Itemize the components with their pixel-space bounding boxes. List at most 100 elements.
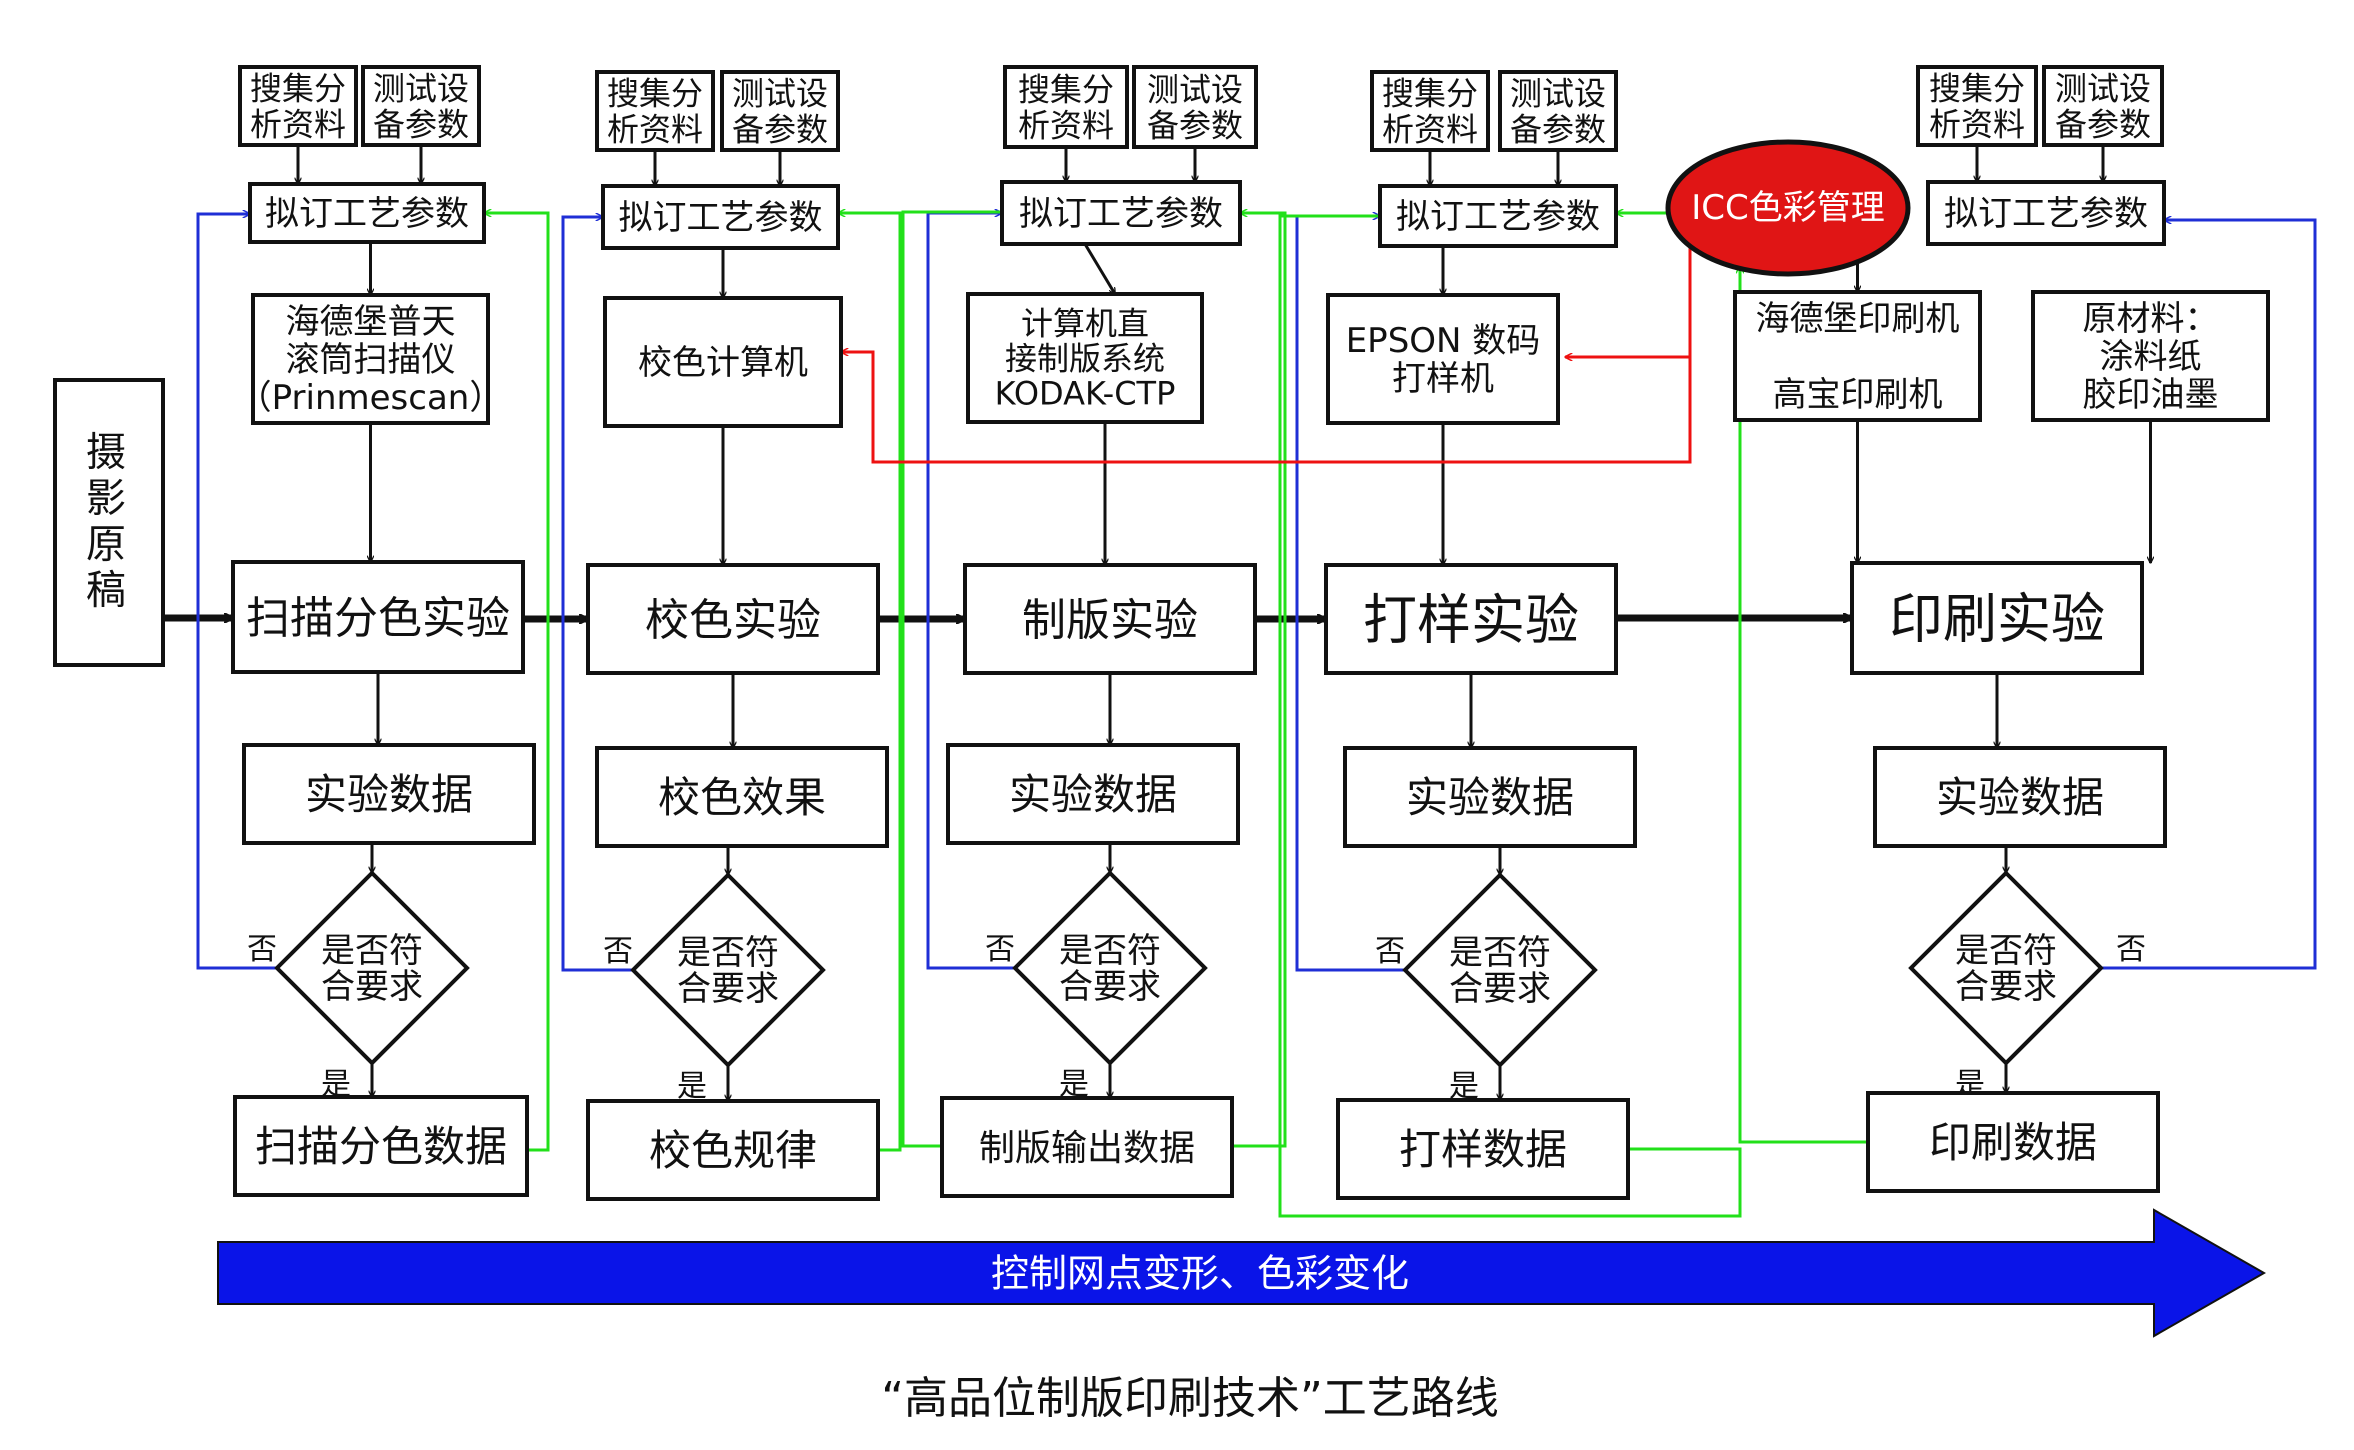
scan-decision-label: 是否符合要求 <box>321 931 423 1007</box>
feed-plate-to-sample <box>1232 213 1287 1148</box>
banner-arrow <box>217 1208 2267 1338</box>
plate-stage-label: 制版实验 <box>1022 595 1198 646</box>
plate-result-label: 实验数据 <box>1009 770 1177 819</box>
print-material-label: 原材料：涂料纸胶印油墨 <box>2083 299 2219 415</box>
feed-scan-to-proof <box>484 213 550 1152</box>
proof-device-box <box>603 296 843 428</box>
scan-params-box <box>248 182 486 244</box>
plate-result-box <box>946 743 1240 845</box>
proof-decision-label: 是否符合要求 <box>677 933 779 1009</box>
sample-input-research-box <box>1370 70 1490 152</box>
plate-decision-diamond <box>1012 870 1208 1066</box>
sample-decision-diamond <box>1402 872 1598 1068</box>
proof-yes-label: 是 <box>677 1069 707 1104</box>
scan-input-equipment-label: 测试设备参数 <box>373 70 469 144</box>
scan-input-research-label: 搜集分析资料 <box>250 70 346 144</box>
scan-device-label: 海德堡普天滚筒扫描仪（Prinmescan） <box>238 302 504 418</box>
plate-decision-label: 是否符合要求 <box>1059 931 1161 1007</box>
scan-no-label: 否 <box>247 932 277 967</box>
print-no-label: 否 <box>2116 932 2146 967</box>
sample-input-equipment-box <box>1498 70 1618 152</box>
print-output-box <box>1866 1091 2160 1193</box>
proof-result-box <box>595 746 889 848</box>
print-device-label: 海德堡印刷机高宝印刷机 <box>1756 299 1960 415</box>
banner-label: 控制网点变形、色彩变化 <box>991 1252 1409 1296</box>
feed-sample-to-params <box>1278 216 1742 1218</box>
print-decision-label: 是否符合要求 <box>1955 931 2057 1007</box>
print-device-box <box>1733 290 1982 422</box>
print-no-loop <box>2101 220 2317 970</box>
sample-params-label: 拟订工艺参数 <box>1396 197 1600 237</box>
diagram-caption: “高品位制版印刷技术”工艺路线 <box>881 1373 1499 1424</box>
sample-stage-box <box>1324 563 1618 675</box>
proof-params-box <box>601 184 840 250</box>
icc-ellipse <box>1665 139 1911 277</box>
proof-input-equipment-label: 测试设备参数 <box>732 75 828 149</box>
sample-input-research-label: 搜集分析资料 <box>1382 75 1478 149</box>
proof-output-box <box>586 1099 880 1201</box>
icc-to-proof-device <box>841 240 1692 464</box>
proof-result-label: 校色效果 <box>658 773 826 822</box>
proof-stage-box <box>586 563 880 675</box>
plate-params-label: 拟订工艺参数 <box>1019 194 1223 234</box>
scan-stage-label: 扫描分色实验 <box>246 593 510 644</box>
scan-params-label: 拟订工艺参数 <box>265 194 469 234</box>
plate-output-label: 制版输出数据 <box>979 1128 1195 1169</box>
plate-stage-box <box>963 563 1257 675</box>
print-stage-box <box>1850 561 2144 675</box>
plate-output-box <box>940 1096 1234 1198</box>
print-result-label: 实验数据 <box>1936 773 2104 822</box>
proof-no-loop <box>561 217 633 972</box>
sample-result-box <box>1343 746 1637 848</box>
print-stage-label: 印刷实验 <box>1889 587 2105 650</box>
scan-device-box <box>251 293 490 425</box>
proof-input-equipment-box <box>720 70 840 152</box>
sample-device-label: EPSON 数码打样机 <box>1346 321 1541 399</box>
proof-no-label: 否 <box>603 934 633 969</box>
sample-stage-label: 打样实验 <box>1363 588 1579 651</box>
scan-no-loop <box>196 214 277 970</box>
sample-decision-label: 是否符合要求 <box>1449 933 1551 1009</box>
sample-input-equipment-label: 测试设备参数 <box>1510 75 1606 149</box>
plate-input-equipment-box <box>1132 65 1258 149</box>
print-params-label: 拟订工艺参数 <box>1944 194 2148 234</box>
proof-output-label: 校色规律 <box>649 1126 817 1175</box>
source-label: 摄影原稿 <box>86 429 126 613</box>
print-input-equipment-label: 测试设备参数 <box>2055 70 2151 144</box>
plate-yes-label: 是 <box>1059 1067 1089 1102</box>
scan-input-equipment-box <box>361 65 481 147</box>
print-input-research-box <box>1916 65 2038 147</box>
print-params-box <box>1926 180 2166 246</box>
proof-stage-label: 校色实验 <box>645 595 821 646</box>
plate-params-box <box>1000 180 1242 246</box>
plate-device-box <box>966 292 1204 424</box>
scan-output-box <box>233 1095 529 1197</box>
proof-device-label: 校色计算机 <box>638 343 808 383</box>
scan-result-label: 实验数据 <box>305 770 473 819</box>
scan-stage-box <box>231 560 525 674</box>
proof-params-label: 拟订工艺参数 <box>619 198 823 238</box>
sample-yes-label: 是 <box>1449 1069 1479 1104</box>
icc-label: ICC色彩管理 <box>1691 188 1885 228</box>
sample-no-label: 否 <box>1375 934 1405 969</box>
plate-input-research-label: 搜集分析资料 <box>1018 71 1114 145</box>
proof-decision-diamond <box>630 872 826 1068</box>
plate-arrow-params-device <box>1083 243 1117 294</box>
sample-result-label: 实验数据 <box>1406 773 1574 822</box>
print-material-box <box>2031 290 2270 422</box>
proof-input-research-box <box>595 70 715 152</box>
plate-input-research-box <box>1003 65 1129 149</box>
plate-input-equipment-label: 测试设备参数 <box>1147 71 1243 145</box>
source-box <box>53 378 165 667</box>
proof-input-research-label: 搜集分析资料 <box>607 75 703 149</box>
feed-proof-to-plate <box>838 213 902 1152</box>
scan-input-research-box <box>238 65 358 147</box>
print-result-box <box>1873 746 2167 848</box>
sample-params-box <box>1378 184 1618 248</box>
print-input-equipment-box <box>2042 65 2164 147</box>
scan-output-label: 扫描分色数据 <box>255 1122 507 1171</box>
print-input-research-label: 搜集分析资料 <box>1929 70 2025 144</box>
sample-device-box <box>1326 293 1560 425</box>
